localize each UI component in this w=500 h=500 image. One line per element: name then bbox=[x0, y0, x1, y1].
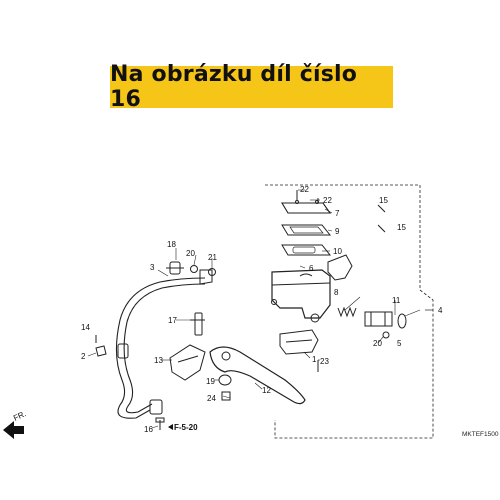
callout-6: 6 bbox=[309, 264, 314, 273]
pivot-bolt bbox=[218, 374, 232, 386]
lever-bracket bbox=[169, 344, 206, 381]
callout-16: 16 bbox=[144, 425, 153, 434]
assembly-outline bbox=[265, 184, 434, 439]
callout-15a: 15 bbox=[379, 196, 388, 205]
front-direction-label: FR. bbox=[12, 409, 27, 423]
callout-14: 14 bbox=[81, 323, 90, 332]
callout-22b: 22 bbox=[323, 196, 332, 205]
callout-15b: 15 bbox=[397, 223, 406, 232]
diaphragm bbox=[281, 244, 332, 256]
brake-hose bbox=[115, 277, 206, 419]
callout-3: 3 bbox=[150, 263, 155, 272]
reservoir-cap bbox=[281, 202, 332, 214]
reference-arrow-icon bbox=[168, 424, 173, 430]
diagram-code: MKTEF1500 bbox=[462, 431, 499, 438]
callout-8: 8 bbox=[334, 288, 339, 297]
circlip bbox=[382, 331, 390, 339]
callout-21: 20 bbox=[373, 339, 382, 348]
callout-7: 7 bbox=[335, 209, 340, 218]
callout-24: 24 bbox=[207, 394, 216, 403]
callout-22a: 22 bbox=[300, 185, 309, 194]
mirror-bracket bbox=[327, 254, 353, 281]
callout-1: 1 bbox=[312, 355, 317, 364]
callout-13: 13 bbox=[154, 356, 163, 365]
sealing-washer-20a bbox=[190, 265, 198, 273]
brake-lever bbox=[209, 346, 306, 405]
callout-5: 5 bbox=[397, 339, 402, 348]
hose-clamp bbox=[95, 345, 107, 357]
part-number-banner: Na obrázku díl číslo 16 bbox=[110, 62, 393, 112]
hose-joint bbox=[149, 399, 163, 415]
callout-9: 9 bbox=[335, 227, 340, 236]
callout-20a: 20 bbox=[186, 249, 195, 258]
callout-4: 4 bbox=[438, 306, 443, 315]
callout-2: 2 bbox=[81, 352, 86, 361]
piston-spring bbox=[337, 306, 357, 318]
front-direction-arrow-icon bbox=[3, 421, 24, 439]
callout-23: 23 bbox=[320, 357, 329, 366]
callout-11: 11 bbox=[392, 296, 401, 305]
callout-17: 17 bbox=[168, 316, 177, 325]
callout-10: 10 bbox=[333, 247, 342, 256]
reference-f-5-20[interactable]: F-5-20 bbox=[174, 423, 198, 432]
pivot-nut bbox=[221, 391, 231, 401]
master-cylinder-body bbox=[271, 269, 331, 319]
callout-20b: 21 bbox=[208, 253, 217, 262]
dust-boot bbox=[397, 313, 407, 329]
callout-12: 12 bbox=[262, 386, 271, 395]
piston bbox=[364, 311, 393, 327]
diaphragm-plate bbox=[281, 224, 332, 236]
callout-19: 18 bbox=[167, 240, 176, 249]
callout-18: 19 bbox=[206, 377, 215, 386]
front-brake-switch bbox=[279, 329, 319, 355]
